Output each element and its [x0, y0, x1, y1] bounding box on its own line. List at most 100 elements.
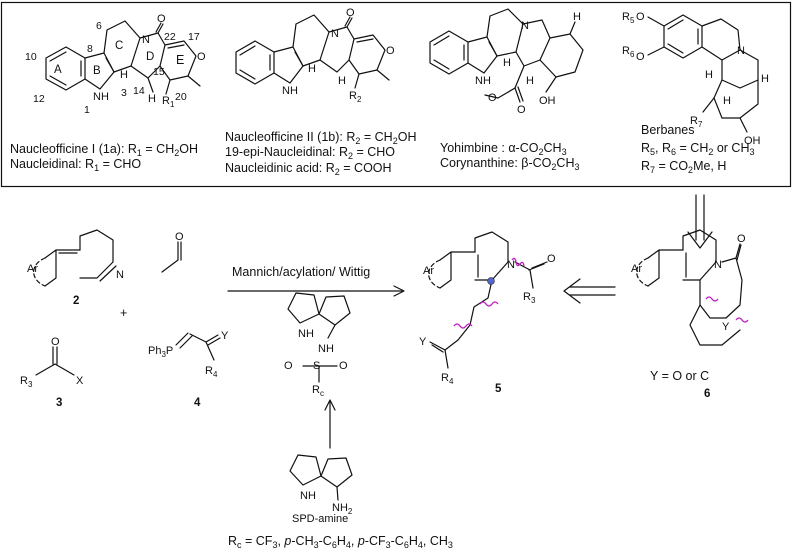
disconnection-mark [453, 323, 473, 329]
r6-atom: R6 [622, 45, 635, 59]
n-atom: N [714, 259, 722, 271]
h-atom: H [308, 63, 316, 75]
caption-berbanes-r7: R7 = CO2Me, H [641, 159, 726, 175]
h-atom: H [761, 73, 769, 85]
caption-naucleofficine-I: Naucleofficine I (1a): R1 = CH2OH [10, 142, 198, 158]
disconnection-mark [735, 317, 749, 323]
structure-spd-amine: NH NH2 [289, 454, 353, 516]
o-atom: O [346, 7, 355, 19]
h-atom: H [148, 93, 156, 105]
o-atom: O [517, 104, 526, 116]
structure-naucleofficine-II: N O O NH H H R2 [235, 7, 395, 104]
oh-atom: OH [539, 95, 556, 107]
structure-aldehyde: O [161, 231, 184, 273]
structure-3-acyl: O R3 X [20, 336, 84, 389]
h-atom: H [120, 69, 128, 81]
h-atom: H [705, 69, 713, 81]
caption-19-epi-naucleidinal: 19-epi-Naucleidinal: R2 = CHO [225, 145, 395, 161]
structure-berbanes: N O O R5 R6 H H H OH R7 [622, 11, 769, 147]
n-atom: N [331, 28, 339, 40]
structure-5-intermediate: Ar N O R3 Y R4 [419, 231, 556, 386]
structure-2-cyclic-imine: Ar N [27, 229, 124, 287]
ring-label-A: A [54, 64, 62, 76]
o-atom: O [339, 360, 348, 372]
n-atom: N [142, 34, 150, 46]
structure-6-target: Ar N O Y [631, 229, 749, 346]
ring-label-E: E [176, 53, 184, 67]
atom-number-12: 12 [33, 93, 45, 105]
spd-amine-label: SPD-amine [292, 513, 348, 525]
compound-number-5: 5 [495, 383, 502, 395]
structure-yohimbine: N NH H H H OH O O [429, 8, 584, 116]
o-atom: O [488, 92, 497, 104]
r2-atom: R2 [349, 90, 362, 104]
ar-label: Ar [423, 265, 434, 277]
o-atom: O [547, 253, 556, 265]
retro-arrow-down [687, 194, 713, 249]
structure-4-ylide: Ph3P Y R4 [148, 330, 229, 379]
caption-berbanes: Berbanes [641, 123, 695, 137]
caption-naucleidinic-acid: Naucleidinic acid: R2 = COOH [225, 161, 392, 177]
rc-definition: Rc = CF3, p-CH3-C6H4, p-CF3-C6H4, CH3 [228, 534, 453, 550]
compound-number-6: 6 [704, 388, 710, 400]
compound-number-4: 4 [194, 397, 201, 409]
atom-number-6: 6 [96, 20, 102, 32]
caption-naucleidinal: Naucleidinal: R1 = CHO [10, 157, 141, 173]
r4-atom: R4 [205, 365, 218, 379]
atom-number-20: 20 [175, 91, 187, 103]
ph3p-atom: Ph3P [148, 345, 173, 359]
h-atom: H [338, 75, 346, 87]
ring-label-C: C [115, 40, 123, 52]
s-atom: S [313, 360, 320, 372]
h-atom: H [526, 75, 534, 87]
forward-arrow [227, 285, 405, 297]
nh2-atom: NH2 [332, 502, 353, 516]
o-atom: O [737, 233, 746, 245]
y-definition: Y = O or C [650, 369, 709, 383]
h-atom: H [503, 57, 511, 69]
caption-yohimbine: Yohimbine : α-CO2CH3 [440, 141, 567, 157]
nh-atom: NH [300, 490, 316, 502]
nh-atom: NH [93, 91, 109, 103]
n-atom: N [737, 45, 745, 57]
r4-atom: R4 [441, 372, 454, 386]
h-atom: H [573, 11, 581, 23]
nh-atom: NH [475, 75, 491, 87]
atom-number-22: 22 [164, 31, 176, 43]
atom-number-3: 3 [121, 87, 127, 99]
atom-number-8: 8 [87, 43, 93, 55]
atom-number-10: 10 [25, 51, 37, 63]
o-atom: O [386, 45, 395, 57]
n-atom: N [507, 259, 515, 271]
h-atom: H [723, 95, 731, 107]
disconnection-mark [479, 301, 499, 307]
plus-sign: + [120, 306, 127, 320]
nh-atom: NH [282, 85, 298, 97]
natural-products-frame [0, 1, 792, 188]
atom-number-15: 15 [153, 66, 165, 78]
n-atom: N [116, 269, 124, 281]
y-atom: Y [221, 330, 229, 342]
n-atom: N [521, 20, 529, 32]
oh-atom: OH [744, 135, 761, 147]
atom-number-1: 1 [84, 104, 90, 116]
atom-number-17: 17 [188, 31, 200, 43]
caption-berbanes-r5-r6: R5, R6 = CH2 or CH3 [641, 141, 755, 157]
o-atom: O [636, 11, 645, 23]
r7-atom: R7 [690, 115, 703, 129]
y-atom: Y [722, 321, 730, 333]
o-atom: O [284, 360, 293, 372]
o-atom: O [51, 336, 60, 348]
retro-arrow-left [563, 278, 616, 304]
r1-atom: R1 [162, 95, 175, 109]
caption-corynanthine: Corynanthine: β-CO2CH3 [440, 156, 580, 172]
x-atom: X [76, 375, 84, 387]
o-atom: O [175, 231, 184, 243]
ring-label-B: B [93, 65, 101, 77]
disconnection-mark [705, 296, 719, 302]
catalyst-prep-arrow [324, 399, 336, 449]
o-atom: O [157, 13, 166, 25]
ar-label: Ar [631, 263, 642, 275]
structure-spd-sulfonamide-catalyst: NH NH O S O Rc [284, 292, 351, 398]
